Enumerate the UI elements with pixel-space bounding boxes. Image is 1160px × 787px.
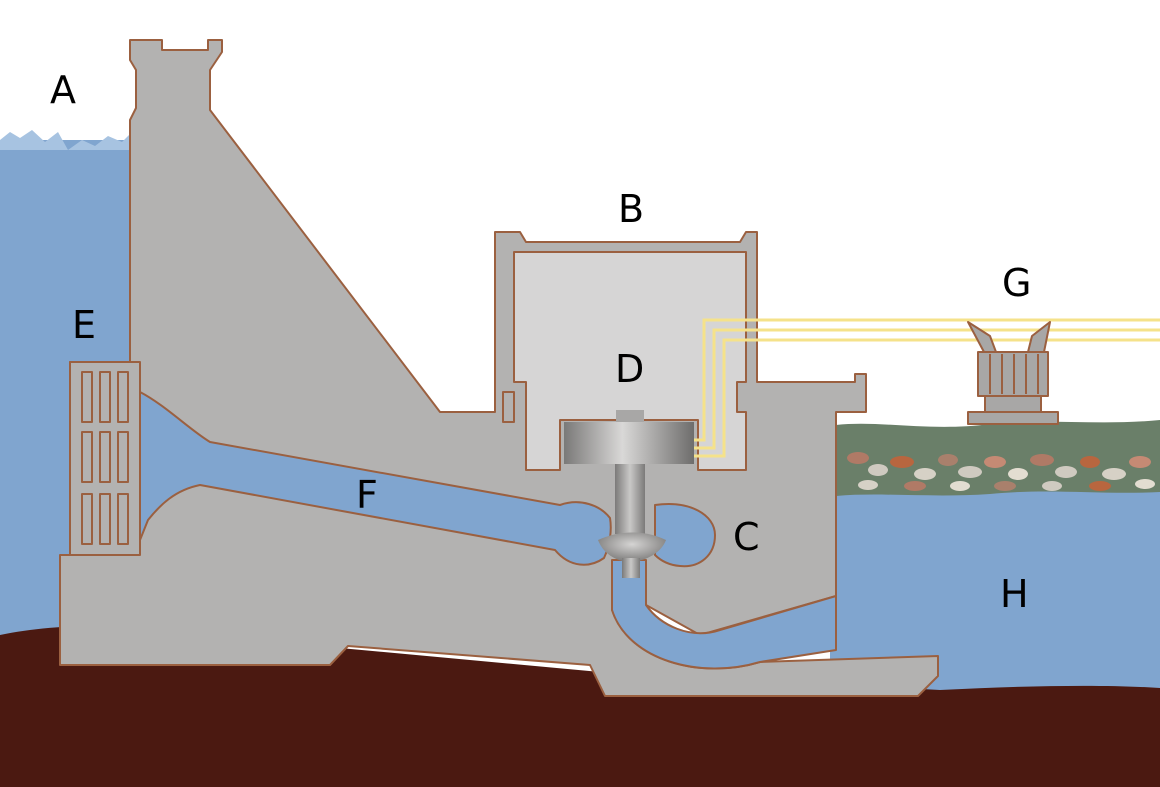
label-turbine-chamber: C xyxy=(733,515,760,559)
river-water xyxy=(830,480,1160,700)
bank-stones xyxy=(847,452,1155,491)
turbine-runner xyxy=(598,532,666,578)
label-penstock: F xyxy=(356,473,378,517)
label-river: H xyxy=(1000,572,1029,616)
label-generator: D xyxy=(615,347,644,391)
river-bank xyxy=(836,420,1160,496)
power-lines xyxy=(694,318,1160,458)
intake-grate xyxy=(69,361,141,556)
label-transformer: G xyxy=(1002,261,1031,305)
turbine-shaft xyxy=(615,464,645,534)
label-reservoir: A xyxy=(50,68,76,112)
transformer xyxy=(967,321,1059,425)
dam-structure xyxy=(59,39,939,697)
label-intake: E xyxy=(72,303,96,347)
label-powerhouse: B xyxy=(618,187,644,231)
generator xyxy=(564,410,694,464)
